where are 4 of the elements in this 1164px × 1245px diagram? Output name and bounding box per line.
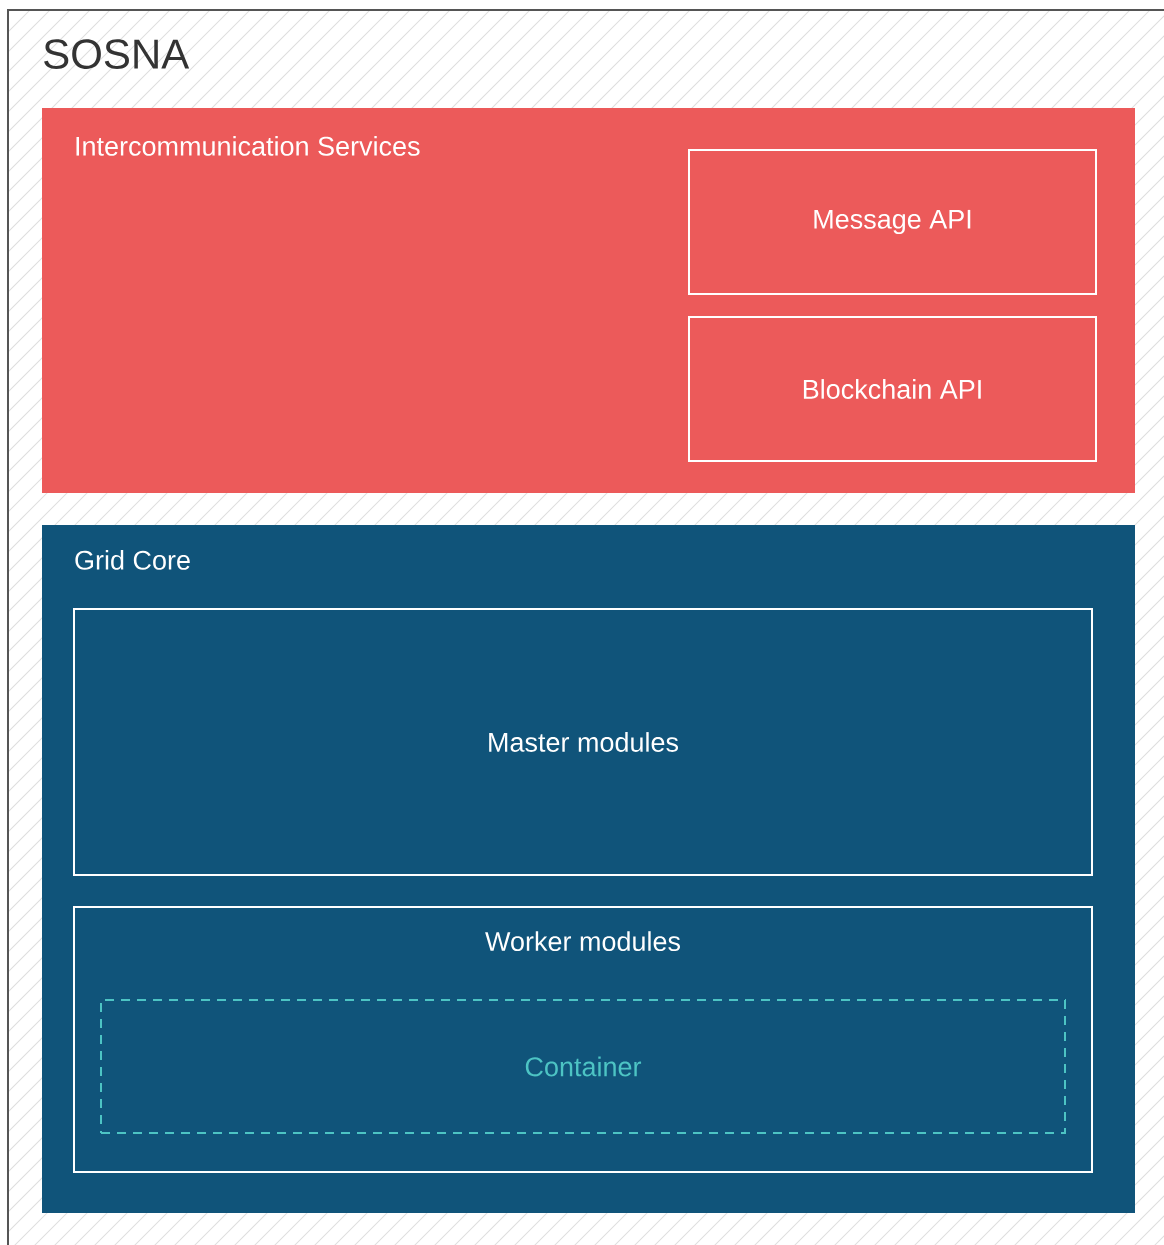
- module-box: Master modules: [73, 608, 1093, 876]
- container-box: Container: [100, 999, 1066, 1134]
- api-box: Message API: [688, 149, 1097, 295]
- api-box: Blockchain API: [688, 316, 1097, 462]
